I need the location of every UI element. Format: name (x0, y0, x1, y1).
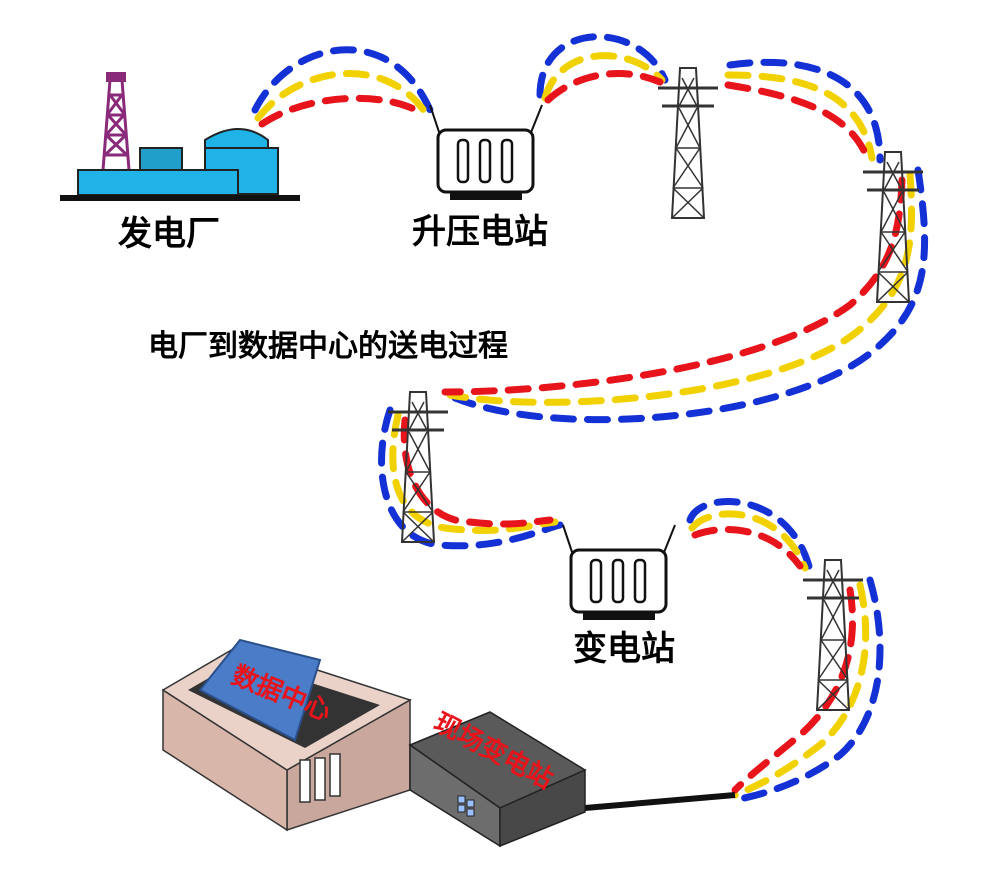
label-substation: 变电站 (573, 629, 675, 669)
wire-yellow-1 (254, 70, 429, 122)
transmission-lines (251, 33, 929, 804)
wire-red-2 (544, 70, 664, 104)
wire-yellow-4 (446, 171, 916, 406)
wire-red-4 (441, 176, 906, 396)
wire-blue-5 (378, 406, 564, 550)
wire-yellow-7 (731, 581, 870, 799)
wire-yellow-6 (688, 510, 809, 572)
wire-yellow-2 (541, 52, 666, 102)
wire-red-1 (258, 94, 424, 128)
power-plant-icon (60, 72, 300, 201)
wire-blue-1 (251, 46, 434, 114)
label-step-up-station: 升压电站 (412, 212, 548, 252)
data-center-building-icon (161, 638, 412, 832)
wire-blue-3 (726, 58, 884, 164)
wire-red-6 (691, 525, 804, 570)
wire-red-3 (724, 81, 872, 164)
transformer-icon-substation (562, 524, 676, 620)
wire-blue-2 (536, 33, 669, 99)
wire-blue-4 (451, 166, 929, 424)
wire-blue-7 (731, 576, 884, 804)
transformer-icon-step-up (429, 104, 543, 200)
substation-building-icon (408, 711, 587, 848)
wire-red-7 (731, 586, 857, 794)
transmission-tower-icon-1 (656, 66, 720, 220)
underground-cable (584, 792, 736, 811)
diagram-title: 电厂到数据中心的送电过程 (148, 329, 508, 364)
wire-yellow-5 (389, 411, 559, 534)
wire-blue-6 (686, 498, 814, 574)
label-power-plant: 发电厂 (118, 214, 220, 254)
